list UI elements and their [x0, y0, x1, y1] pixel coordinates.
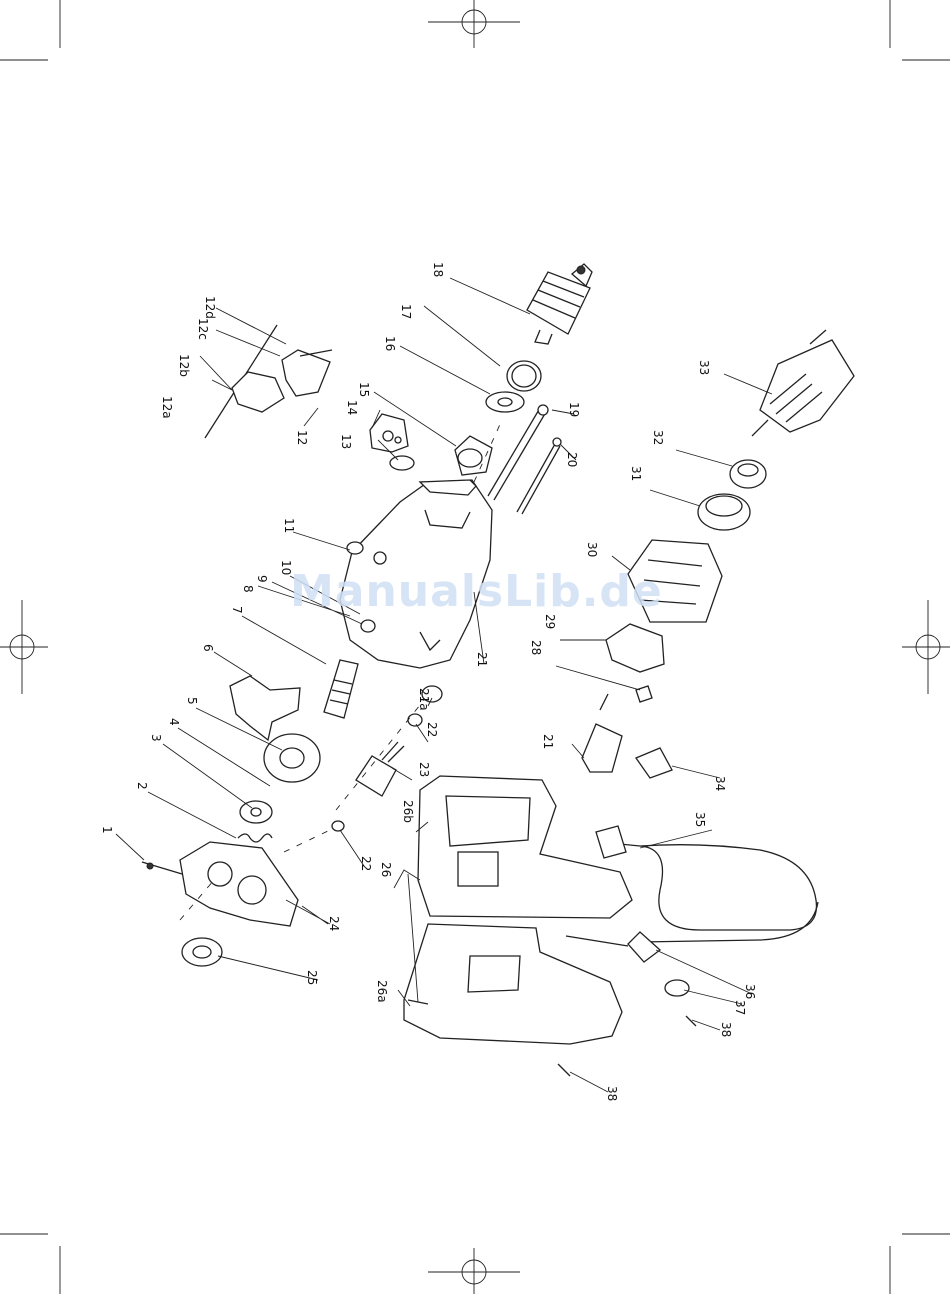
- label-24: 24: [327, 916, 341, 931]
- part-cord-35: [596, 826, 818, 942]
- label-16: 16: [383, 336, 397, 351]
- label-28: 28: [529, 640, 543, 655]
- label-21a: 21a: [417, 688, 431, 711]
- label-18: 18: [431, 262, 445, 277]
- registration-mark-bottom: [428, 1248, 520, 1294]
- label-12c: 12c: [196, 318, 210, 340]
- part-clamp-37: [665, 980, 689, 996]
- label-15: 15: [357, 382, 371, 397]
- label-8: 8: [241, 585, 255, 593]
- part-ring-13: [390, 456, 414, 470]
- part-cord-guard-36: [566, 932, 660, 962]
- label-30: 30: [585, 542, 599, 557]
- label-20: 20: [565, 452, 579, 467]
- label-5: 5: [185, 697, 199, 705]
- part-pinion-23: [356, 742, 404, 796]
- label-14: 14: [345, 400, 359, 415]
- label-38-bottom: 38: [605, 1086, 619, 1101]
- part-gear-5: [264, 734, 320, 782]
- part-bearing-31: [698, 494, 750, 530]
- label-27: 21: [541, 734, 555, 749]
- part-pin-9: [361, 620, 375, 632]
- label-21: 21: [475, 652, 489, 667]
- label-12d: 12d: [203, 296, 217, 319]
- label-26a: 26a: [375, 980, 389, 1003]
- label-34: 34: [713, 776, 727, 791]
- label-22-upper: 22: [425, 722, 439, 737]
- part-washer-16: [486, 392, 524, 412]
- part-brush-plate-29: [606, 624, 664, 672]
- label-23: 23: [417, 762, 431, 777]
- part-washer-3: [240, 801, 272, 823]
- label-2: 2: [135, 782, 149, 790]
- label-26b: 26b: [401, 800, 415, 823]
- label-35: 35: [693, 812, 707, 827]
- registration-mark-right: [902, 600, 950, 694]
- label-36: 36: [743, 984, 757, 999]
- label-37: 37: [733, 1000, 747, 1015]
- label-3: 3: [149, 734, 163, 742]
- label-13: 13: [339, 434, 353, 449]
- part-spindle: [488, 405, 548, 500]
- label-12a: 12a: [160, 396, 174, 419]
- label-12b: 12b: [177, 354, 191, 377]
- part-gear-case-24: [180, 842, 298, 926]
- registration-mark-top: [428, 0, 520, 48]
- label-17: 17: [399, 304, 413, 319]
- label-22-lower: 22: [359, 856, 373, 871]
- label-19: 19: [567, 402, 581, 417]
- label-6: 6: [201, 644, 215, 652]
- part-knob-11: [347, 542, 363, 554]
- part-housing-half-26a: [404, 924, 622, 1044]
- label-25: 25: [305, 970, 319, 985]
- part-brush-28: [636, 686, 652, 702]
- label-9: 9: [255, 575, 269, 583]
- label-31: 31: [629, 466, 643, 481]
- label-38-right: 38: [719, 1022, 733, 1037]
- registration-mark-left: [0, 600, 48, 694]
- part-chuck: [527, 264, 592, 344]
- part-bearing-32: [730, 460, 766, 488]
- part-cap-25: [182, 938, 222, 966]
- part-spring-2: [238, 834, 272, 842]
- watermark: ManualsLib.de: [290, 566, 663, 617]
- label-7: 7: [230, 606, 244, 614]
- part-housing-half-26b: [418, 776, 632, 918]
- label-12: 12: [295, 430, 309, 445]
- part-screw-1: [142, 862, 182, 874]
- label-11: 11: [282, 518, 296, 533]
- part-shaft-7: [324, 660, 358, 718]
- part-lever-6: [230, 676, 300, 740]
- part-strain-relief-34: [636, 748, 672, 778]
- part-switch-27: [582, 694, 622, 772]
- label-4: 4: [167, 718, 181, 726]
- label-1: 1: [100, 826, 114, 834]
- label-26: 26: [379, 862, 393, 877]
- label-32: 32: [651, 430, 665, 445]
- part-armature-33: [752, 330, 854, 436]
- label-33: 33: [697, 360, 711, 375]
- part-circlip: [507, 361, 541, 391]
